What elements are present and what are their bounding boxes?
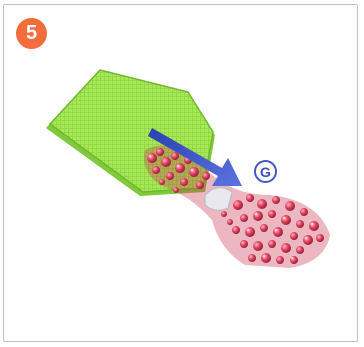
pointer-label: G bbox=[260, 164, 271, 180]
red-beads-icon bbox=[144, 145, 330, 268]
funnel-tip-icon bbox=[205, 188, 232, 211]
pointer-g-badge: G bbox=[254, 160, 277, 183]
